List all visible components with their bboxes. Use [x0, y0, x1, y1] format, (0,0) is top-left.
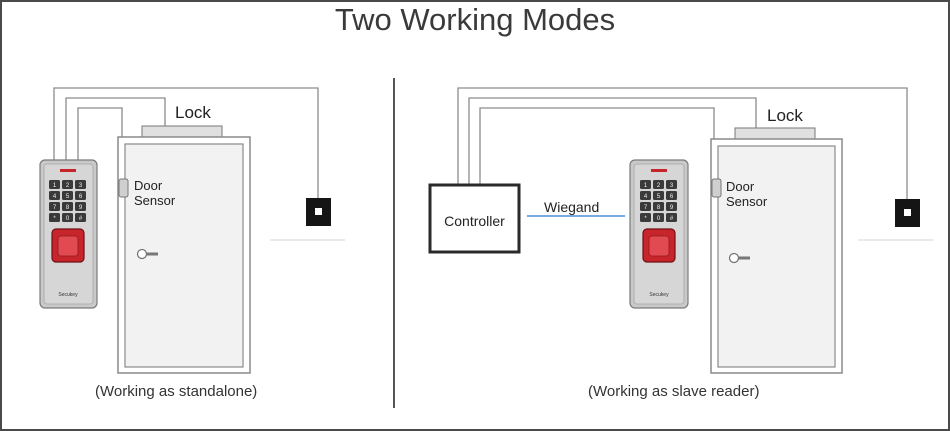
- right-door-sensor-label: Door Sensor: [726, 179, 768, 209]
- right-fingerprint-reader: 1 2 3 4 5 6 7 8 9 * 0 # Secukey: [629, 159, 689, 309]
- controller-label: Controller: [444, 213, 505, 229]
- left-door-sensor-label: Door Sensor: [134, 178, 176, 208]
- right-keypad-key-label: #: [670, 216, 674, 222]
- left-keypad-key-label: 7: [53, 205, 57, 211]
- right-keypad-key: 2: [653, 180, 664, 189]
- left-keypad-key-label: 5: [66, 194, 70, 200]
- left-keypad-key: 3: [75, 180, 86, 189]
- left-reader-brand: Secukey: [58, 292, 78, 298]
- right-keypad-key: *: [640, 213, 651, 222]
- left-keypad-key-label: #: [79, 216, 83, 222]
- right-keypad-key: 6: [666, 191, 677, 200]
- left-keypad-key-label: 8: [66, 205, 70, 211]
- diagram-title: Two Working Modes: [334, 2, 616, 37]
- left-keypad-key: 1: [49, 180, 60, 189]
- left-keypad-key: #: [75, 213, 86, 222]
- right-keypad-key: 4: [640, 191, 651, 200]
- right-keypad-key-label: 5: [657, 194, 661, 200]
- controller-box: [428, 183, 521, 254]
- right-keypad-key: 0: [653, 213, 664, 222]
- left-exit-button: [306, 198, 331, 226]
- left-keypad-key: *: [49, 213, 60, 222]
- right-keypad-key: #: [666, 213, 677, 222]
- left-keypad-key: 5: [62, 191, 73, 200]
- right-keypad-key: 3: [666, 180, 677, 189]
- right-keypad-key-label: 3: [670, 183, 674, 189]
- left-keypad-key: 4: [49, 191, 60, 200]
- right-lock-label: Lock: [767, 106, 803, 125]
- left-lock-label: Lock: [175, 103, 211, 122]
- left-keypad-key: 2: [62, 180, 73, 189]
- left-keypad-key: 6: [75, 191, 86, 200]
- left-door-handle-icon: [136, 248, 158, 260]
- left-keypad-key-label: 3: [79, 183, 83, 189]
- left-caption: (Working as standalone): [95, 383, 258, 400]
- right-lock-bar: [734, 127, 816, 140]
- right-keypad-key-label: 9: [670, 205, 674, 211]
- left-keypad-key: 0: [62, 213, 73, 222]
- right-keypad: 1 2 3 4 5 6 7 8 9 * 0 #: [640, 180, 677, 222]
- right-exit-button: [895, 199, 920, 227]
- right-keypad-key-label: 8: [657, 205, 661, 211]
- left-keypad-key-label: 6: [79, 194, 83, 200]
- left-keypad-key-label: *: [53, 216, 56, 222]
- left-door: [117, 136, 251, 374]
- left-keypad-key-label: 9: [79, 205, 83, 211]
- right-keypad-key: 9: [666, 202, 677, 211]
- right-keypad-key-label: 4: [644, 194, 648, 200]
- right-door-sensor: [711, 178, 722, 198]
- left-keypad-key: 8: [62, 202, 73, 211]
- left-keypad-key-label: 1: [53, 183, 57, 189]
- right-caption: (Working as slave reader): [588, 383, 760, 400]
- right-keypad-key-label: 0: [657, 216, 661, 222]
- right-keypad-key-label: 6: [670, 194, 674, 200]
- right-keypad-key-label: 7: [644, 205, 648, 211]
- right-keypad-key-label: 2: [657, 183, 661, 189]
- left-keypad-key-label: 2: [66, 183, 70, 189]
- wiegand-label: Wiegand: [544, 199, 600, 215]
- right-door-handle-icon: [728, 252, 750, 264]
- left-keypad: 1 2 3 4 5 6 7 8 9 * 0 #: [49, 180, 86, 222]
- left-lock-bar: [141, 125, 223, 138]
- left-keypad-key-label: 4: [53, 194, 57, 200]
- right-reader-brand: Secukey: [649, 292, 669, 298]
- right-keypad-key: 7: [640, 202, 651, 211]
- right-keypad-key: 5: [653, 191, 664, 200]
- right-keypad-key: 8: [653, 202, 664, 211]
- left-keypad-key-label: 0: [66, 216, 70, 222]
- right-keypad-key-label: 1: [644, 183, 648, 189]
- right-keypad-key: 1: [640, 180, 651, 189]
- left-keypad-key: 7: [49, 202, 60, 211]
- right-keypad-key-label: *: [644, 216, 647, 222]
- left-fingerprint-reader: 1 2 3 4 5 6 7 8 9 * 0 # Secukey: [39, 159, 98, 309]
- left-keypad-key: 9: [75, 202, 86, 211]
- left-door-sensor: [118, 178, 129, 198]
